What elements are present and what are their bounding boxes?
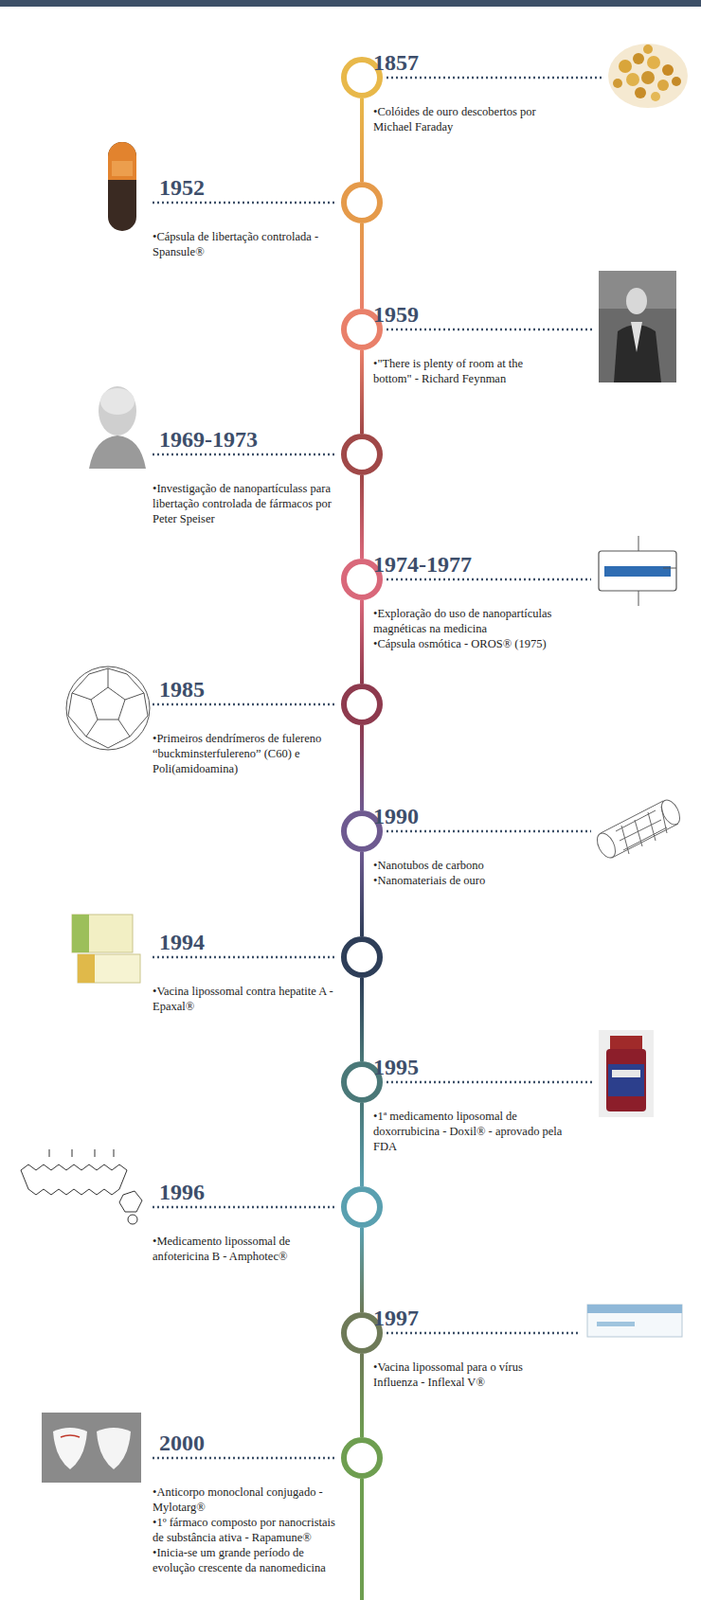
dotted-leader — [386, 578, 592, 582]
year-heading: 2000 — [159, 1430, 205, 1457]
timeline-circle: 1969-1973•Investigação de nanopartículas… — [341, 433, 383, 476]
year-heading: 1990 — [373, 803, 419, 830]
event-text: •Vacina lipossomal para o vírus Influenz… — [373, 1360, 563, 1391]
fullerene-picture — [66, 666, 150, 751]
nanotube-picture — [593, 797, 684, 862]
timeline-circle: 1857•Colóides de ouro descobertos por Mi… — [341, 56, 383, 99]
dotted-leader — [152, 703, 338, 707]
entry-body: •Vacina lipossomal contra hepatite A - E… — [152, 984, 342, 1015]
entry-body: •Investigação de nanopartículass para li… — [152, 481, 342, 527]
entry-body: •Nanotubos de carbono•Nanomateriais de o… — [373, 858, 563, 889]
timeline-segment — [359, 1228, 364, 1313]
timeline-segment — [359, 1103, 364, 1187]
timeline-segment — [359, 600, 364, 684]
entry-body: •Anticorpo monoclonal conjugado - Mylota… — [152, 1485, 342, 1577]
entry-body: •"There is plenty of room at the bottom"… — [373, 356, 563, 387]
dotted-leader — [152, 1206, 338, 1210]
year-heading: 1952 — [159, 174, 205, 201]
timeline-circle: 1995•1ª medicamento liposomal de doxorru… — [341, 1061, 383, 1104]
tablet-picture — [41, 1413, 142, 1484]
dotted-leader — [152, 956, 338, 960]
timeline-tail — [359, 1479, 364, 1600]
entry-body: •Cápsula de libertação controlada - Span… — [152, 229, 342, 260]
chemical-structure-picture — [20, 1150, 143, 1225]
vaccine-box-picture — [71, 915, 141, 984]
dotted-leader — [152, 453, 338, 457]
dotted-leader — [152, 1457, 338, 1461]
capsule-picture — [107, 142, 137, 232]
entry-body: •Primeiros dendrímeros de fulereno “buck… — [152, 731, 342, 777]
timeline-circle: 2000•Anticorpo monoclonal conjugado - My… — [341, 1437, 383, 1480]
event-text: •1ª medicamento liposomal de doxorrubici… — [373, 1109, 563, 1155]
timeline-segment — [359, 98, 364, 182]
event-text: •Inicia-se um grande período de evolução… — [152, 1545, 342, 1577]
year-heading: 1974-1977 — [373, 551, 472, 578]
portrait-photo — [89, 386, 146, 469]
portrait-photo — [598, 270, 677, 383]
entry-body: •Vacina lipossomal para o vírus Influenz… — [373, 1360, 563, 1391]
year-heading: 1997 — [373, 1305, 419, 1332]
event-text: •Cápsula osmótica - OROS® (1975) — [373, 636, 563, 652]
year-heading: 1996 — [159, 1179, 205, 1206]
vial-picture — [598, 1030, 654, 1118]
timeline-circle: 1994•Vacina lipossomal contra hepatite A… — [341, 936, 383, 979]
event-text: •Medicamento lipossomal de anfotericina … — [152, 1234, 342, 1265]
event-text: •Nanomateriais de ouro — [373, 873, 563, 889]
entry-body: •1ª medicamento liposomal de doxorrubici… — [373, 1109, 563, 1155]
event-text: •Colóides de ouro descobertos por Michae… — [373, 104, 563, 135]
year-heading: 1959 — [373, 301, 419, 328]
osmotic-capsule-picture — [598, 536, 677, 607]
event-text: •Nanotubos de carbono — [373, 858, 563, 874]
event-text: •1º fármaco composto por nanocristais de… — [152, 1515, 342, 1546]
timeline-segment — [359, 852, 364, 937]
timeline-circle: 1996•Medicamento lipossomal de anfoteric… — [341, 1186, 383, 1229]
timeline-segment — [359, 1354, 364, 1438]
event-text: •Investigação de nanopartículass para li… — [152, 481, 342, 527]
dotted-leader — [386, 1332, 581, 1336]
year-heading: 1985 — [159, 676, 205, 703]
year-heading: 1857 — [373, 49, 419, 76]
entry-body: •Colóides de ouro descobertos por Michae… — [373, 104, 563, 135]
timeline-circle: 1985•Primeiros dendrímeros de fulereno “… — [341, 683, 383, 726]
year-heading: 1969-1973 — [159, 426, 258, 453]
vaccine-box-picture — [587, 1305, 683, 1338]
timeline-circle: 1990•Nanotubos de carbono•Nanomateriais … — [341, 810, 383, 853]
entry-body: •Medicamento lipossomal de anfotericina … — [152, 1234, 342, 1265]
event-text: •Primeiros dendrímeros de fulereno “buck… — [152, 731, 342, 777]
year-heading: 1994 — [159, 929, 205, 956]
timeline-circle: 1959•"There is plenty of room at the bot… — [341, 308, 383, 351]
event-text: •Exploração do uso de nanopartículas mag… — [373, 606, 563, 637]
gold-colloid-picture — [608, 43, 688, 108]
event-text: •Vacina lipossomal contra hepatite A - E… — [152, 984, 342, 1015]
top-bar — [0, 0, 701, 7]
dotted-leader — [386, 328, 594, 332]
timeline-segment — [359, 978, 364, 1062]
event-text: •"There is plenty of room at the bottom"… — [373, 356, 563, 387]
dotted-leader — [386, 76, 602, 80]
timeline-segment — [359, 475, 364, 559]
timeline-segment — [359, 350, 364, 434]
dotted-leader — [386, 1081, 594, 1085]
dotted-leader — [152, 201, 338, 205]
timeline-circle: 1997•Vacina lipossomal para o vírus Infl… — [341, 1312, 383, 1355]
entry-body: •Exploração do uso de nanopartículas mag… — [373, 606, 563, 652]
event-text: •Cápsula de libertação controlada - Span… — [152, 229, 342, 260]
timeline-segment — [359, 223, 364, 309]
timeline-circle: 1952•Cápsula de libertação controlada - … — [341, 181, 383, 224]
timeline-segment — [359, 725, 364, 811]
year-heading: 1995 — [373, 1054, 419, 1081]
timeline-circle: 1974-1977•Exploração do uso de nanopartí… — [341, 558, 383, 601]
dotted-leader — [386, 830, 592, 834]
event-text: •Anticorpo monoclonal conjugado - Mylota… — [152, 1485, 342, 1516]
